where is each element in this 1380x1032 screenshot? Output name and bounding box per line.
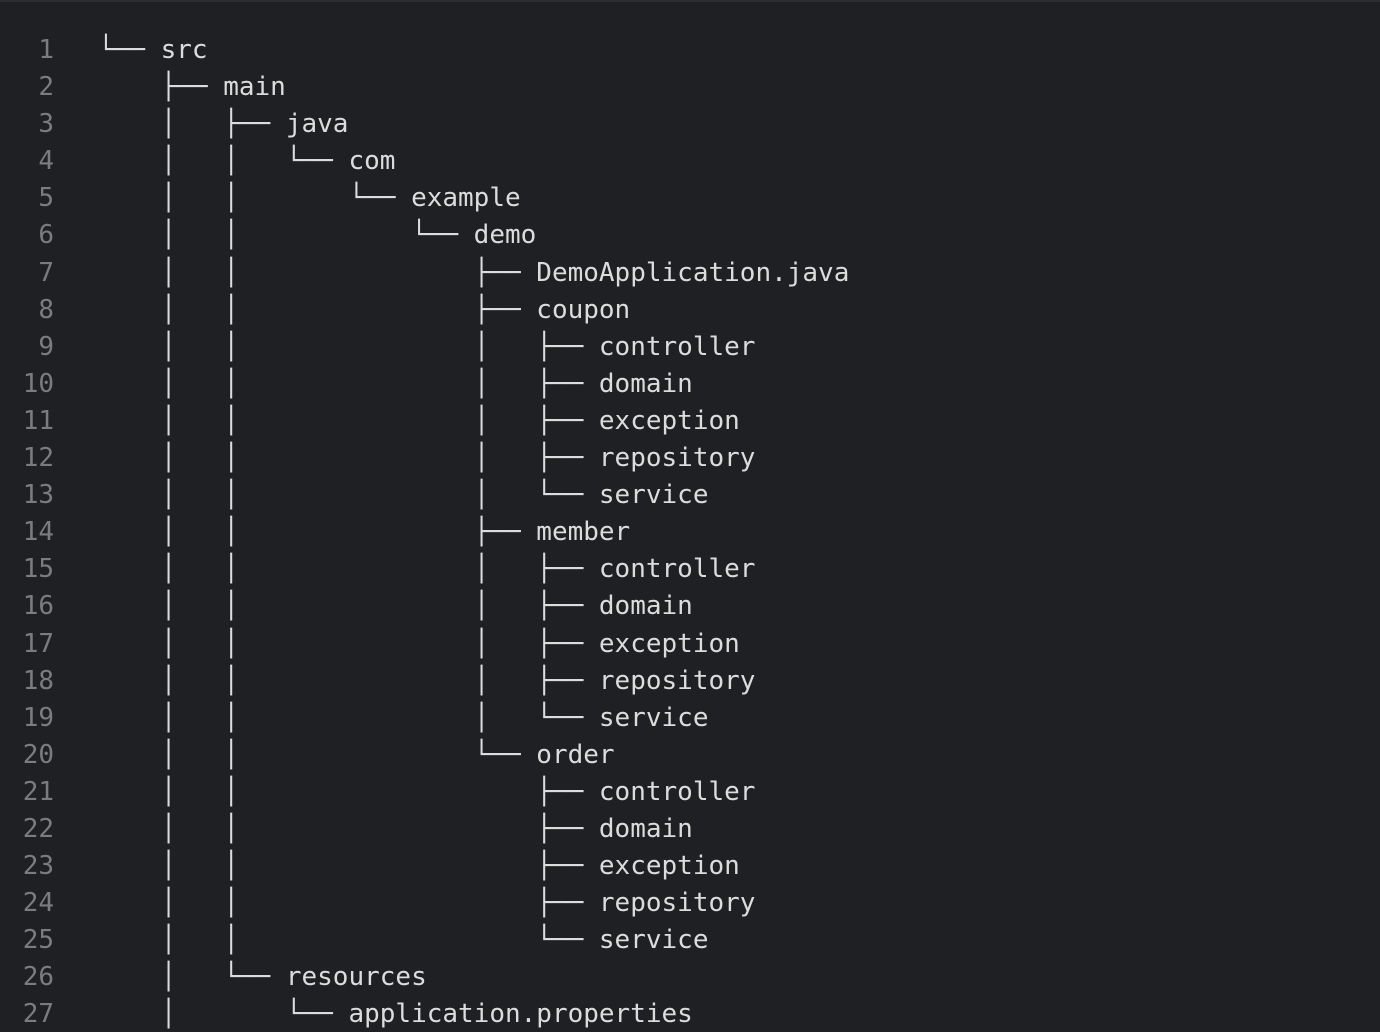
code-line[interactable]: 10 │ │ │ ├── domain xyxy=(0,366,1380,403)
code-text[interactable]: │ └── resources xyxy=(98,962,427,993)
code-text[interactable]: │ │ │ ├── domain xyxy=(98,368,693,399)
code-text[interactable]: ├── main xyxy=(98,72,286,103)
line-number: 9 xyxy=(38,331,54,362)
line-number: 27 xyxy=(22,999,54,1030)
code-line[interactable]: 1 └── src xyxy=(0,32,1380,69)
line-number: 24 xyxy=(22,888,54,919)
code-line[interactable]: 12 │ │ │ ├── repository xyxy=(0,440,1380,477)
code-line[interactable]: 17 │ │ │ ├── exception xyxy=(0,626,1380,663)
code-text[interactable]: │ │ │ ├── exception xyxy=(98,628,740,659)
line-number: 3 xyxy=(38,109,54,140)
code-text[interactable]: └── src xyxy=(98,35,208,65)
code-line[interactable]: 4 │ │ └── com xyxy=(0,143,1380,180)
code-line[interactable]: 18 │ │ │ ├── repository xyxy=(0,663,1380,700)
code-text[interactable]: │ │ └── service xyxy=(98,925,709,956)
code-text[interactable]: │ ├── java xyxy=(98,109,349,140)
line-number: 2 xyxy=(38,72,54,103)
code-text[interactable]: │ │ └── demo xyxy=(98,220,537,251)
code-text[interactable]: │ │ │ ├── controller xyxy=(98,331,756,362)
line-number: 13 xyxy=(22,480,54,511)
code-text[interactable]: │ │ └── order xyxy=(98,739,615,770)
code-line[interactable]: 13 │ │ │ └── service xyxy=(0,477,1380,514)
line-number: 11 xyxy=(22,405,54,436)
code-line[interactable]: 19 │ │ │ └── service xyxy=(0,700,1380,737)
code-line[interactable]: 22 │ │ ├── domain xyxy=(0,811,1380,848)
code-line[interactable]: 5 │ │ └── example xyxy=(0,180,1380,217)
code-line[interactable]: 14 │ │ ├── member xyxy=(0,514,1380,551)
code-line[interactable]: 21 │ │ ├── controller xyxy=(0,774,1380,811)
line-number: 12 xyxy=(22,443,54,474)
code-line[interactable]: 7 │ │ ├── DemoApplication.java xyxy=(0,255,1380,292)
code-line[interactable]: 9 │ │ │ ├── controller xyxy=(0,329,1380,366)
code-text[interactable]: │ │ │ └── service xyxy=(98,702,709,733)
top-border xyxy=(0,0,1380,2)
line-number: 15 xyxy=(22,554,54,585)
code-text[interactable]: │ │ │ ├── controller xyxy=(98,554,756,585)
line-number: 18 xyxy=(22,665,54,696)
code-text[interactable]: │ │ ├── member xyxy=(98,517,631,548)
line-number: 10 xyxy=(22,368,54,399)
line-number: 8 xyxy=(38,294,54,325)
line-number: 23 xyxy=(22,851,54,882)
line-number: 6 xyxy=(38,220,54,251)
code-line[interactable]: 15 │ │ │ ├── controller xyxy=(0,551,1380,588)
line-number: 26 xyxy=(22,962,54,993)
code-line[interactable]: 23 │ │ ├── exception xyxy=(0,848,1380,885)
code-line[interactable]: 2 ├── main xyxy=(0,69,1380,106)
line-number: 19 xyxy=(22,702,54,733)
code-line[interactable]: 27 │ └── application.properties xyxy=(0,996,1380,1032)
code-line[interactable]: 26 │ └── resources xyxy=(0,959,1380,996)
code-line[interactable]: 16 │ │ │ ├── domain xyxy=(0,588,1380,625)
code-text[interactable]: │ │ ├── domain xyxy=(98,813,693,844)
code-line[interactable]: 8 │ │ ├── coupon xyxy=(0,292,1380,329)
line-number: 14 xyxy=(22,517,54,548)
line-number: 7 xyxy=(38,257,54,288)
line-number: 16 xyxy=(22,591,54,622)
code-text[interactable]: │ │ │ └── service xyxy=(98,480,709,511)
code-text[interactable]: │ │ │ ├── repository xyxy=(98,665,756,696)
code-text[interactable]: │ └── application.properties xyxy=(98,999,693,1030)
code-line[interactable]: 25 │ │ └── service xyxy=(0,922,1380,959)
line-number: 5 xyxy=(38,183,54,214)
code-text[interactable]: │ │ ├── repository xyxy=(98,888,756,919)
code-line[interactable]: 3 │ ├── java xyxy=(0,106,1380,143)
code-text[interactable]: │ │ │ ├── domain xyxy=(98,591,693,622)
line-number: 25 xyxy=(22,925,54,956)
code-text[interactable]: │ │ └── com xyxy=(98,146,396,177)
code-line[interactable]: 6 │ │ └── demo xyxy=(0,217,1380,254)
code-text[interactable]: │ │ │ ├── repository xyxy=(98,443,756,474)
code-line[interactable]: 20 │ │ └── order xyxy=(0,737,1380,774)
line-number: 4 xyxy=(38,146,54,177)
code-text[interactable]: │ │ │ ├── exception xyxy=(98,405,740,436)
line-number: 22 xyxy=(22,813,54,844)
code-text[interactable]: │ │ ├── controller xyxy=(98,776,756,807)
code-text[interactable]: │ │ └── example xyxy=(98,183,521,214)
line-number: 17 xyxy=(22,628,54,659)
code-text[interactable]: │ │ ├── exception xyxy=(98,851,740,882)
line-number: 20 xyxy=(22,739,54,770)
code-text[interactable]: │ │ ├── coupon xyxy=(98,294,631,325)
code-text[interactable]: │ │ ├── DemoApplication.java xyxy=(98,257,850,288)
code-line[interactable]: 11 │ │ │ ├── exception xyxy=(0,403,1380,440)
code-line[interactable]: 24 │ │ ├── repository xyxy=(0,885,1380,922)
line-number: 1 xyxy=(38,35,54,65)
line-number: 21 xyxy=(22,776,54,807)
